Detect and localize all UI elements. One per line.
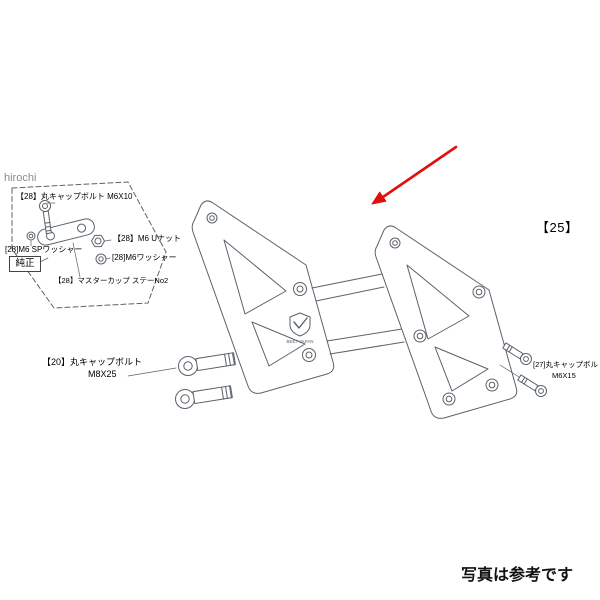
bolt-m6x15-axis-line	[499, 364, 520, 378]
inset-dashed-boundary	[11, 181, 167, 309]
red-callout-arrow	[371, 145, 458, 205]
label-master-cup-stay: 【28】マスターカップ ステーNo2	[54, 276, 169, 285]
label-m6-u-nut: 【28】M6 Uナット	[113, 234, 182, 243]
bolt-m6x15-lower	[517, 374, 547, 397]
inset-flat-washer	[95, 253, 107, 265]
label-m6-washer: [28]M6ワッシャー	[112, 253, 177, 262]
bolt-m6x15-upper	[502, 342, 532, 365]
label-part-20-name: 【20】丸キャップボルト	[42, 357, 143, 367]
bolt-m8x25-lower	[175, 385, 233, 409]
beet-emblem	[289, 312, 311, 337]
right-plate-cutout-lower	[434, 346, 489, 392]
inset-cap-bolt-m6x10	[39, 200, 52, 235]
right-plate-holes	[389, 237, 499, 406]
left-plate-cutout-upper	[223, 239, 287, 315]
reference-photo-note: 写真は参考です	[461, 567, 574, 584]
genuine-part-badge: 純正	[9, 256, 41, 272]
beet-emblem-caption: BEET JAPAN	[286, 339, 313, 344]
inset-leader-lines	[30, 202, 112, 278]
label-part-27-size: M6X15	[552, 371, 576, 380]
label-part-27-name: [27]丸キャップボルト	[533, 360, 600, 369]
label-part-20-size: M8X25	[88, 369, 117, 379]
callout-part-25: 【25】	[536, 220, 579, 235]
left-plate-cutout-lower	[251, 321, 306, 367]
inset-stay-plate	[37, 218, 95, 246]
label-m6-sp-washer: [28]M6 SPワッシャー	[5, 245, 83, 254]
bolt-m8x25-upper	[178, 352, 236, 376]
left-step-plate	[191, 200, 335, 394]
inset-u-nut	[91, 234, 105, 248]
right-bracket-plate	[374, 225, 518, 419]
label-cap-bolt-m6x10: 【28】丸キャップボルト M6X10	[16, 192, 133, 201]
label20-leader-line	[127, 367, 177, 377]
right-plate-cutout-upper	[406, 264, 470, 340]
left-plate-holes	[206, 212, 316, 362]
connector-bars	[311, 273, 405, 355]
watermark-hirochi: hirochi	[4, 172, 37, 184]
inset-sp-washer	[26, 231, 36, 241]
